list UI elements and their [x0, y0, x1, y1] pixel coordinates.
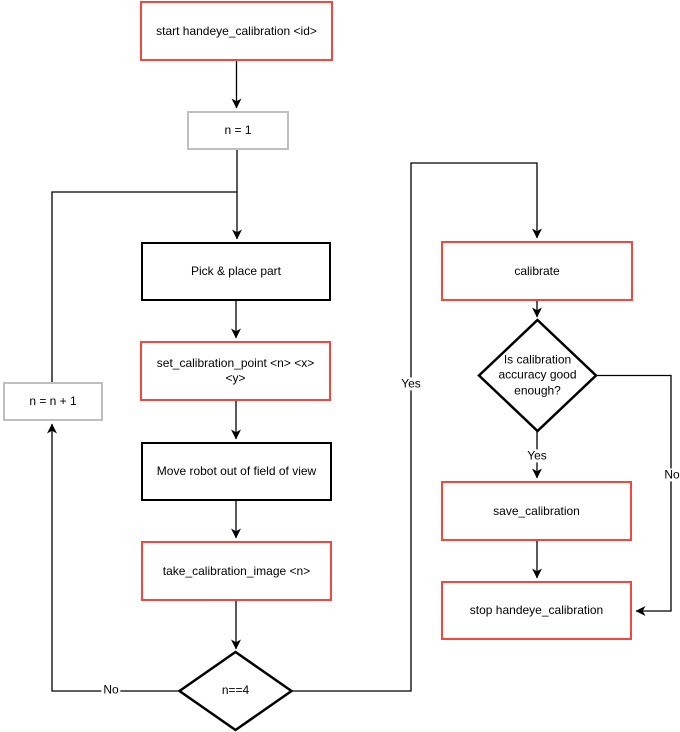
decision-diamond-loop-check: [177, 650, 294, 732]
edge-accuracy-no-to-stop: [596, 374, 672, 616]
node-init-n: n = 1: [187, 111, 289, 150]
decision-label-loop-check: n==4: [221, 683, 250, 698]
node-set-calibration-point: set_calibration_point <n> <x> <y>: [140, 341, 331, 401]
edge-label-no-loop: No: [101, 682, 121, 697]
node-start: start handeye_calibration <id>: [140, 1, 333, 61]
node-increment-n: n = n + 1: [3, 382, 103, 421]
edge-loopcheck-yes-to-calibrate: [291, 162, 542, 692]
edge-increment-to-junction: [51, 191, 237, 382]
edge-label-yes-loop: Yes: [399, 376, 423, 391]
edge-loopcheck-no-to-increment: [47, 423, 180, 692]
node-calibrate: calibrate: [441, 241, 633, 301]
decision-label-accuracy-check: Is calibration accuracy good enough?: [498, 352, 577, 398]
node-take-calibration-image: take_calibration_image <n>: [141, 541, 332, 601]
edge-label-yes-accuracy: Yes: [525, 448, 549, 463]
node-stop-handeye-calibration: stop handeye_calibration: [441, 581, 632, 640]
node-move-robot: Move robot out of field of view: [141, 442, 332, 501]
edge-label-no-accuracy: No: [662, 467, 680, 482]
node-save-calibration: save_calibration: [441, 481, 632, 541]
node-pick-place: Pick & place part: [141, 242, 331, 301]
